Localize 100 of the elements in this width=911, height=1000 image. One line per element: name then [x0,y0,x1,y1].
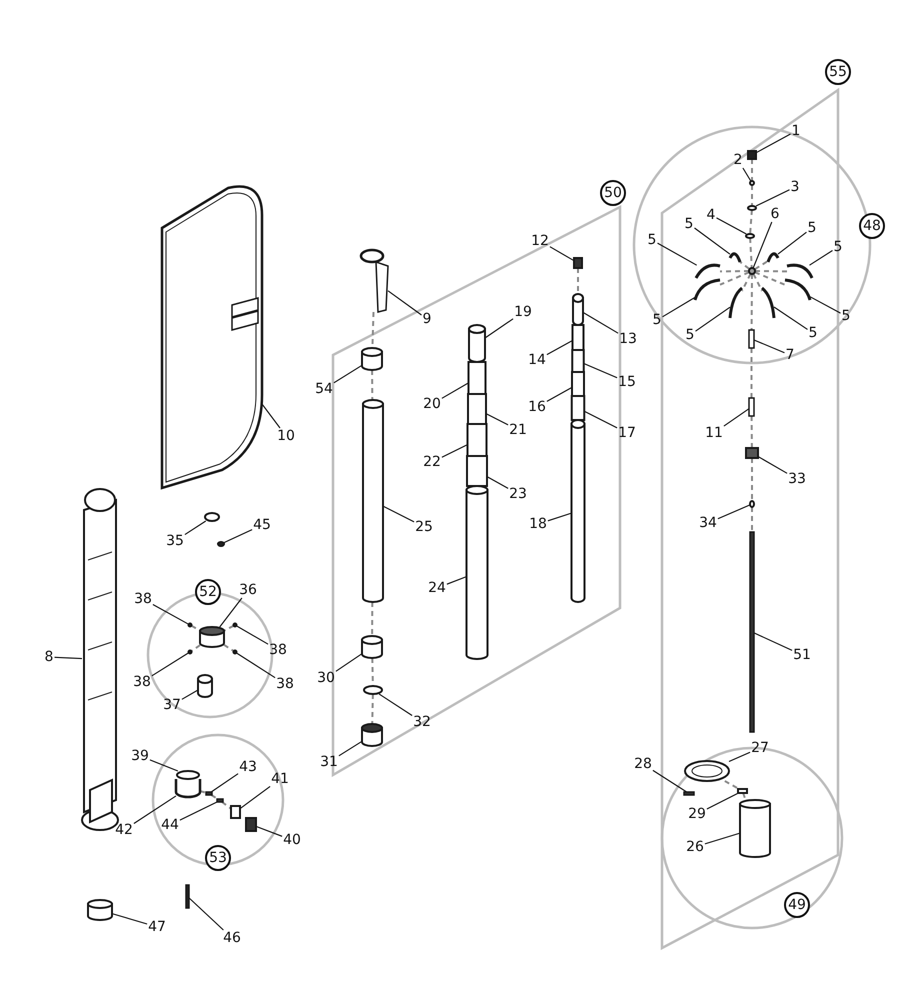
assembly-line [371,602,374,636]
tube [362,399,384,603]
leader-line [724,408,750,427]
callout-number: 9 [422,311,432,327]
door-panel [160,185,264,490]
callout-number: 14 [527,352,547,368]
callout-number: 42 [114,822,134,838]
leader-line [236,652,276,678]
rib [694,278,720,300]
leader-line [778,232,807,255]
leader-line [756,134,791,154]
assembly-line [190,644,201,652]
leader-line [718,504,750,520]
group-callout-number: 48 [859,213,885,239]
leader-line [758,456,788,474]
assembly-line [210,794,218,800]
callout-number: 2 [732,152,744,168]
leader-line [442,444,468,458]
rib [766,252,780,263]
callout-number: 21 [508,422,528,438]
leader-line [486,413,508,426]
leader-line [236,625,268,645]
callout-number: 32 [412,714,432,730]
leader-line [262,404,280,428]
callout-number: 28 [633,756,653,772]
leader-line [546,386,572,402]
leader-line [484,318,514,338]
strap-bracket [360,248,389,313]
callout-number: 34 [698,515,718,531]
assembly-line [754,270,788,272]
callout-number: 17 [617,425,637,441]
screw [232,622,238,628]
group-callout-number: 55 [825,59,851,85]
callout-number: 13 [618,331,638,347]
leader-line [486,476,508,489]
ring [745,233,755,239]
nut [361,723,383,747]
callout-number: 15 [617,374,637,390]
tube-section [466,423,488,457]
callout-number: 5 [684,327,696,343]
leader-line [184,520,206,536]
leader-line [378,694,412,716]
leader-line [442,382,469,399]
leader-line [382,506,414,522]
leader-line [754,340,785,354]
assembly-line [371,694,374,724]
leader-line [657,242,697,266]
leader-line [134,795,176,824]
tube-section [466,455,488,487]
leader-line [334,364,362,384]
callout-number: 24 [427,580,447,596]
callout-number: 51 [792,647,812,663]
assembly-line [200,790,206,794]
assembly-line [750,416,753,448]
leader-line [256,826,282,837]
callout-number: 5 [652,312,662,328]
assembly-line [739,261,750,270]
callout-number: 6 [770,206,780,222]
assembly-line [754,271,786,286]
callout-number: 35 [165,533,185,549]
assembly-line [741,274,752,292]
ring [749,180,755,186]
callout-number: 40 [282,832,302,848]
callout-number: 4 [706,207,716,223]
rib [761,286,776,318]
callout-number: 7 [784,347,796,363]
group-callout-number: 53 [205,845,231,871]
tube-section [466,485,488,660]
callout-number: 20 [422,396,442,412]
screw [188,650,192,654]
leader-line [810,296,841,314]
leader-line [706,792,739,810]
leader-line [152,604,189,625]
callout-number: 5 [684,216,694,232]
callout-number: 43 [238,759,258,775]
callout-number: 31 [319,754,339,770]
cone-nut [745,447,759,459]
callout-number: 29 [687,806,707,822]
callout-number: 26 [685,839,705,855]
rib [694,264,720,279]
group-callout-number: 52 [195,579,221,605]
end-cap [573,257,583,269]
tube-section [468,324,486,363]
callout-number: 41 [270,771,290,787]
assembly-line [752,274,763,292]
bushing [197,674,213,698]
assembly-line [720,271,750,286]
bracket [230,805,241,819]
tube-section [572,324,584,351]
callout-number: 10 [276,428,296,444]
leader-line [224,529,252,544]
leader-line [336,653,362,672]
clamp [87,899,113,921]
callout-number: 45 [252,517,272,533]
assembly-line [224,624,234,632]
ring-base [684,760,730,782]
rib [784,278,812,300]
leader-line [809,250,833,266]
leader-line [550,246,574,262]
ring [747,205,757,211]
